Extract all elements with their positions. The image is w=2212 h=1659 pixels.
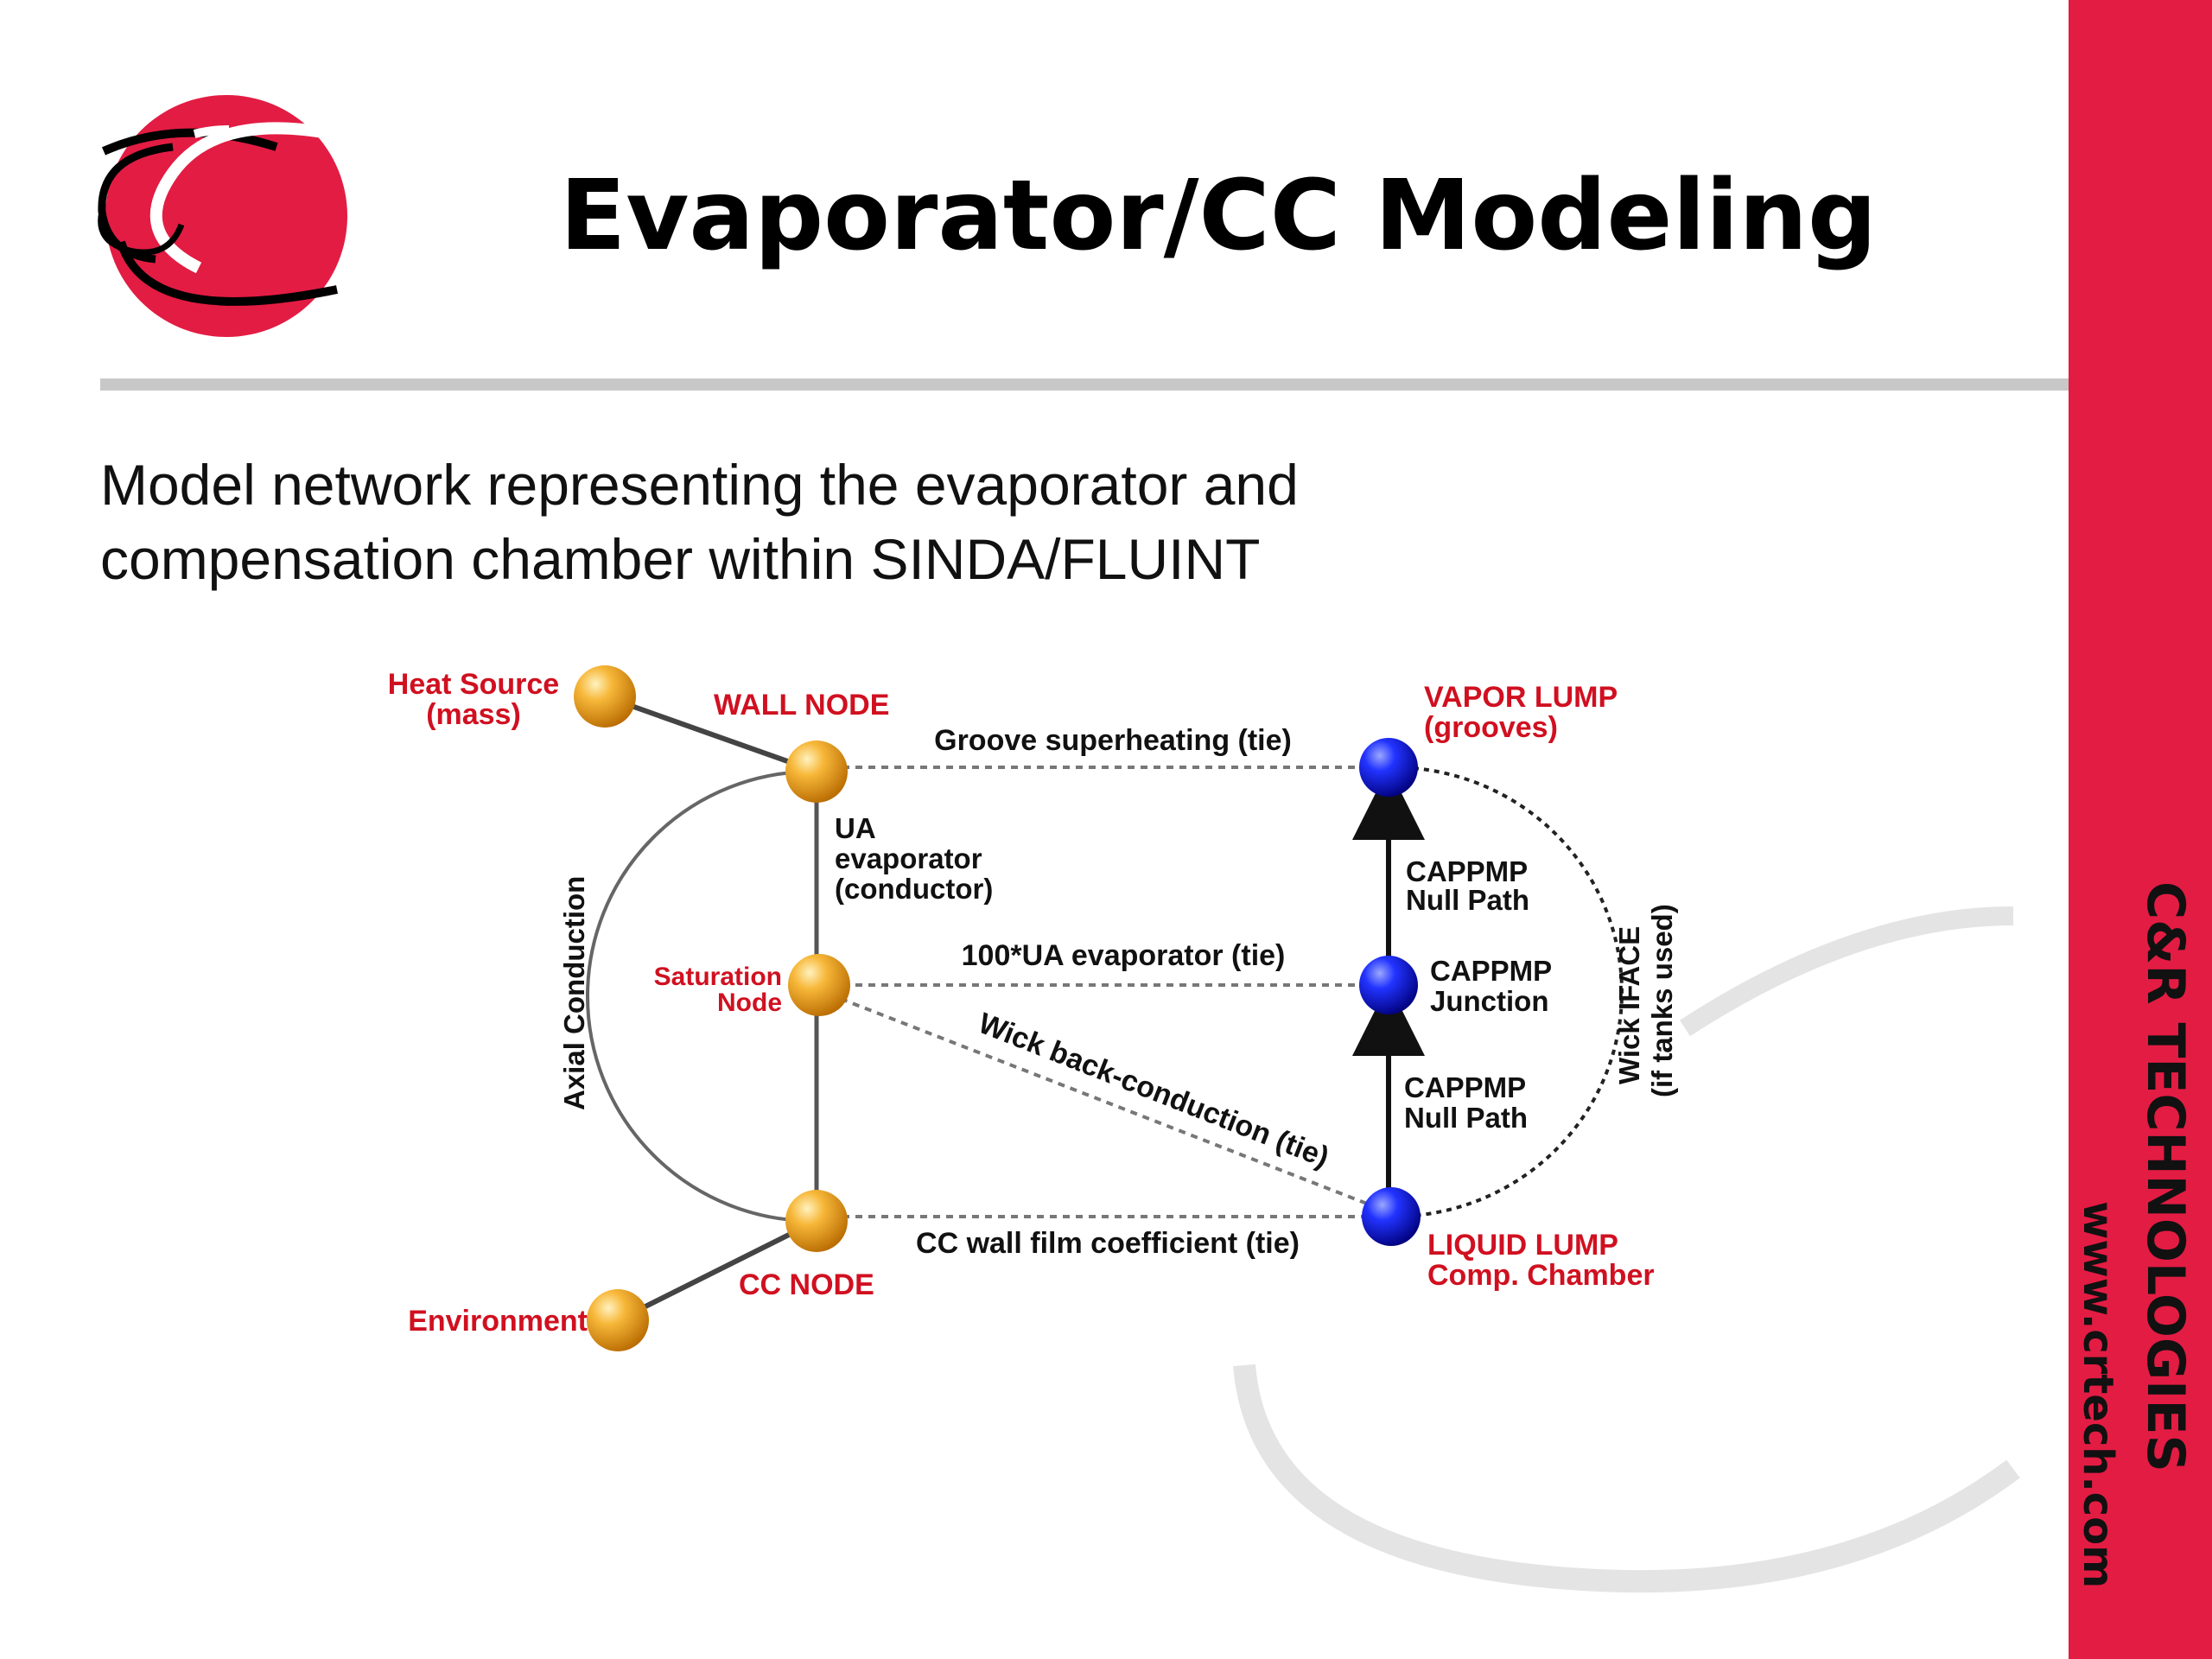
slide-subtitle: Model network representing the evaporato… <box>100 448 1569 596</box>
cappmp-junction <box>1359 956 1418 1014</box>
cc-node-label: CC NODE <box>739 1268 874 1301</box>
axial-conduction-label: Axial Conduction <box>558 876 590 1110</box>
brand-sidebar <box>2069 0 2212 1659</box>
cc-wall-film-label: CC wall film coefficient (tie) <box>916 1227 1300 1260</box>
wick-back-conduction-label: Wick back-conduction (tie) <box>974 1007 1333 1174</box>
wick-back-conduction-tie <box>816 988 1383 1211</box>
heat-source-node <box>574 665 636 728</box>
saturation-node <box>788 954 850 1016</box>
liquid-lump-label: LIQUID LUMP <box>1427 1229 1618 1262</box>
groove-superheating-label: Groove superheating (tie) <box>934 724 1292 757</box>
null-path-lower-label: CAPPMP <box>1404 1071 1526 1103</box>
saturation-node-sublabel: Node <box>717 988 782 1017</box>
ua-evaporator-label: evaporator <box>835 842 982 874</box>
cappmp-junction-label: CAPPMP <box>1430 955 1552 987</box>
wick-iface-label: Wick IFACE <box>1613 926 1645 1084</box>
company-website: www.crtech.com <box>2074 1201 2122 1588</box>
wall-node <box>785 741 848 803</box>
heat-source-sublabel: (mass) <box>426 698 521 731</box>
vapor-lump-sublabel: (grooves) <box>1424 711 1558 744</box>
heat-source-link <box>603 694 818 774</box>
null-path-upper-label: CAPPMP <box>1406 855 1528 887</box>
saturation-node-label: Saturation <box>654 963 782 991</box>
null-path-lower-sublabel: Null Path <box>1404 1102 1528 1134</box>
cappmp-junction-sublabel: Junction <box>1430 985 1549 1017</box>
wick-iface-sublabel: (if tanks used) <box>1646 904 1678 1097</box>
slide-title: Evaporator/CC Modeling <box>559 160 1878 272</box>
subtitle-line-2: compensation chamber within SINDA/FLUINT <box>100 527 1261 591</box>
ua100-label: 100*UA evaporator (tie) <box>962 939 1286 972</box>
null-path-upper-sublabel: Null Path <box>1406 884 1529 916</box>
ua-conductor-label: (conductor) <box>835 873 993 905</box>
environment-link <box>616 1218 818 1323</box>
vapor-lump-label: VAPOR LUMP <box>1424 681 1618 714</box>
axial-conduction-arc <box>586 770 813 1223</box>
liquid-lump-sublabel: Comp. Chamber <box>1427 1259 1655 1292</box>
subtitle-line-1: Model network representing the evaporato… <box>100 453 1299 517</box>
cc-node <box>785 1190 848 1252</box>
wick-iface-arc <box>1392 766 1624 1218</box>
environment-label: Environment <box>408 1305 588 1338</box>
heat-source-label: Heat Source <box>388 668 559 701</box>
vapor-lump <box>1359 738 1418 797</box>
wall-node-label: WALL NODE <box>714 689 889 721</box>
ua-label: UA <box>835 812 876 844</box>
environment-node <box>587 1289 649 1351</box>
company-name: C&R TECHNOLOGIES <box>2135 881 2196 1472</box>
liquid-lump <box>1362 1187 1421 1246</box>
